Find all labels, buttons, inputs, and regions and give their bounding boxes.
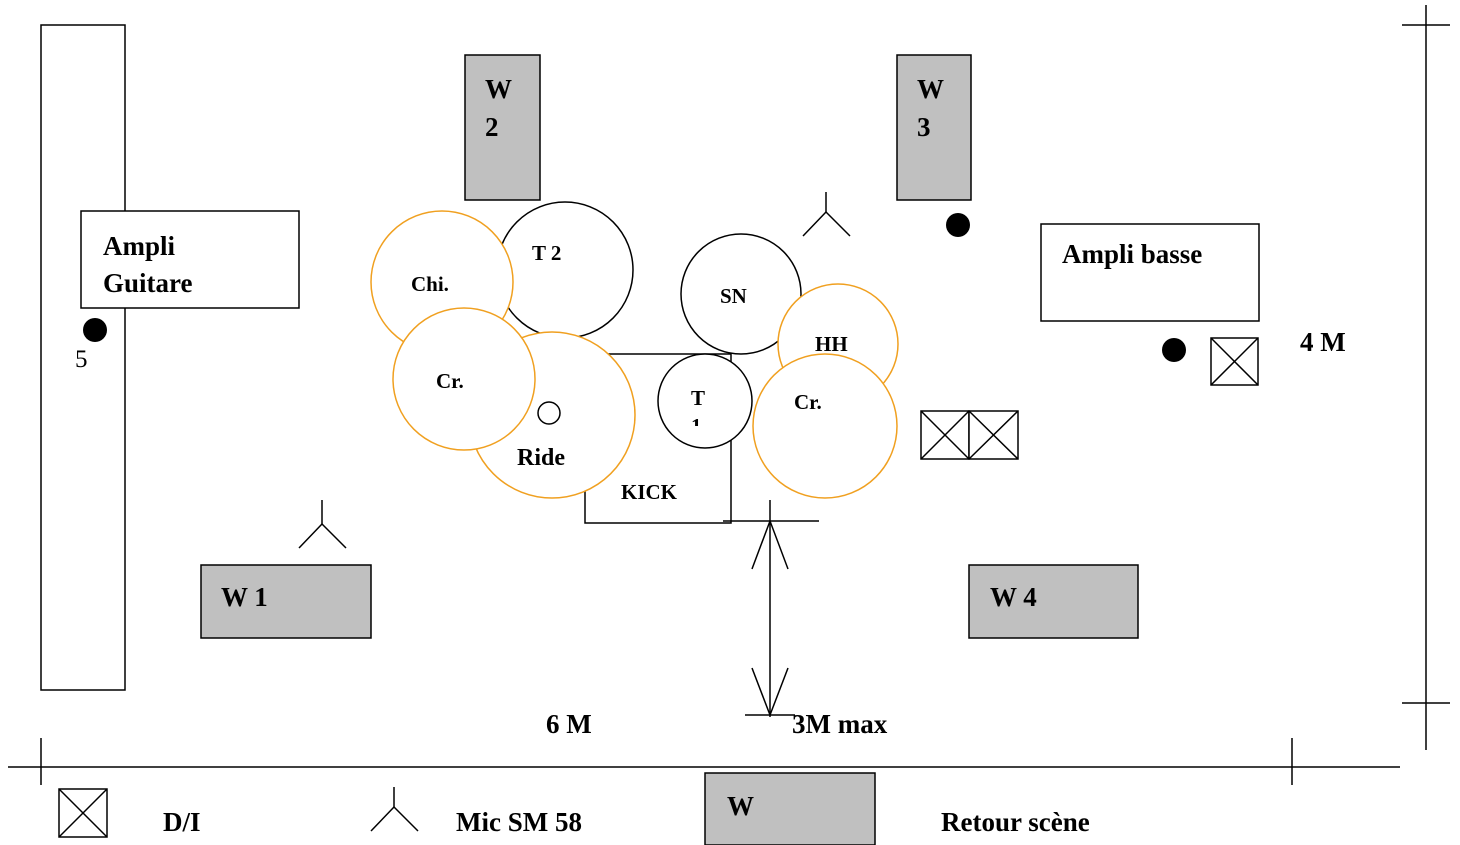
width-label: 6 M [546,709,592,739]
wedge-w3 [896,54,972,201]
bass-amp-label: Ampli basse [1062,239,1203,269]
legend-mic-label: Mic SM 58 [456,807,582,837]
input-number-label: 5 [75,346,88,373]
crash-left-label: Cr. [436,369,464,393]
wedge-w4-label: W 4 [990,582,1037,612]
width-dimension-line [8,738,1400,785]
mic-sm58-1 [802,192,851,237]
mic-sm58-2 [298,500,347,549]
legend-wedge-symbol-label: W [727,791,754,821]
legend-mic-icon [370,787,419,832]
power-dot-3 [1162,338,1186,362]
legend-wedge-icon [704,772,876,845]
chinese-label: Chi. [411,272,449,296]
wedge-w1 [200,564,372,639]
drum-distance-label: 3M max [792,709,888,739]
wedge-w2 [464,54,541,201]
power-dot-1 [83,318,107,342]
depth-label: 4 M [1300,327,1346,357]
crash-right-label: Cr. [794,390,822,414]
snare-label: SN [720,284,747,308]
ride-label: Ride [517,446,565,466]
tom2-shell [496,201,634,339]
legend-di-icon [58,788,108,838]
guitar-amp [80,210,300,309]
wedge-w1-label: W 1 [221,582,268,612]
drum-distance-arrow [723,500,819,717]
di-box-2 [968,410,1019,460]
tom1-shell [657,353,753,449]
depth-dimension-line [1402,5,1450,750]
tom2-label: T 2 [532,241,562,265]
wedge-w2-label: W 2 [485,74,512,142]
di-box-3 [1210,337,1259,386]
di-box-1 [920,410,970,460]
power-dot-2 [946,213,970,237]
crash-right-cymbal [752,353,898,499]
wedge-w4 [968,564,1139,639]
guitar-amp-label: Ampli Guitare [103,231,193,298]
wedge-w3-label: W 3 [917,74,944,142]
legend-wedge-label: Retour scène [941,807,1090,837]
hihat-label: HH [815,332,848,356]
legend-di-label: D/I [163,807,201,837]
tom1-label: T 1 [691,386,706,426]
bass-amp [1040,223,1260,322]
kick-label: KICK [621,480,678,504]
riser [40,24,126,691]
snare-shell [680,233,802,355]
crash-left-cymbal [392,307,536,451]
ride-bell [537,401,561,425]
